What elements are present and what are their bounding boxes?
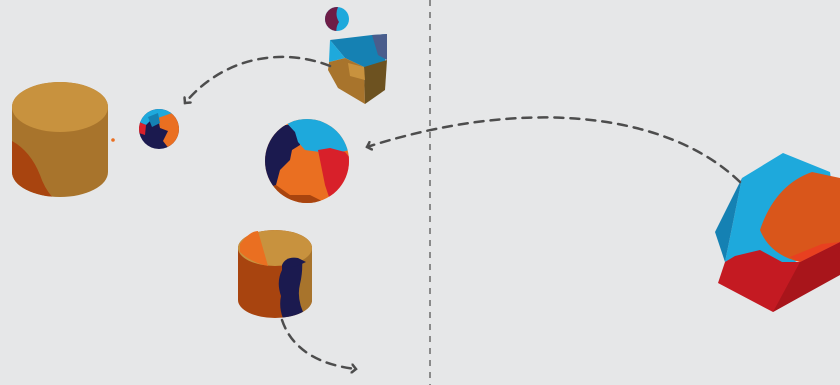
hexagonal-prism-shape [715,153,840,312]
arrow-prism-to-small-sphere [185,55,332,103]
gold-cylinder-shape [12,82,108,197]
arrow-small-cylinder-down-right [280,318,356,369]
orange-dot-marker [111,138,115,142]
small-cylinder-shape [238,230,312,318]
small-sphere-shape [139,109,179,149]
wedge-prism-shape [328,34,387,104]
tiny-sphere-shape [325,7,349,31]
arrow-hexprism-to-large-sphere [367,116,742,184]
large-sphere-shape [265,119,349,203]
